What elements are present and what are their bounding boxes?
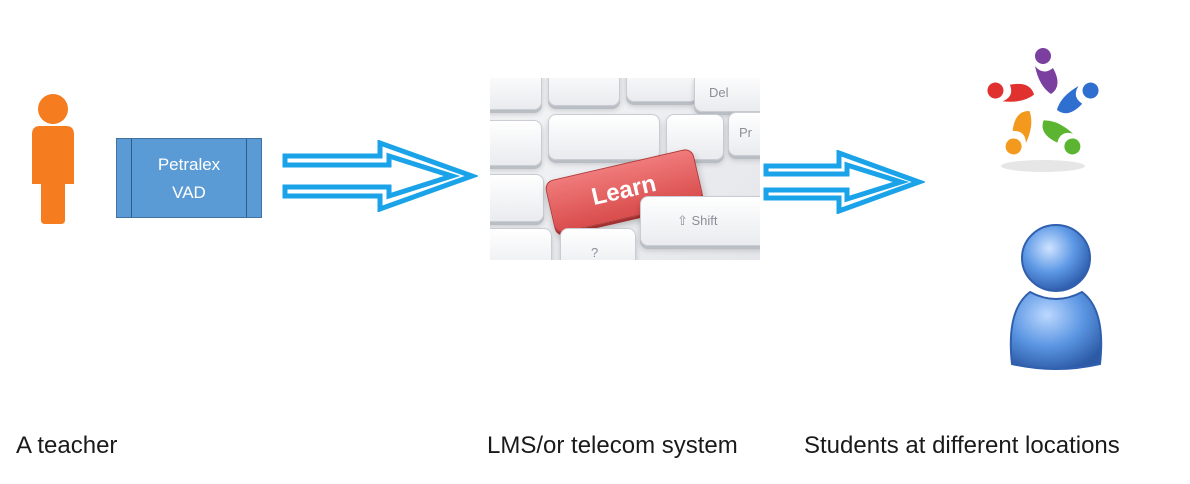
arrow-device-to-system — [282, 140, 478, 212]
key-question-label: ? — [591, 245, 599, 260]
student-person-icon — [1009, 224, 1103, 370]
keyboard-learn-key-image: Del Pr Learn ⇧ Shift ? — [490, 78, 760, 260]
keyboard-key — [548, 78, 620, 106]
teacher-person-icon — [32, 94, 74, 224]
process-box-left-bar — [131, 139, 132, 217]
keyboard-key-shift: ⇧ Shift — [640, 196, 760, 246]
key-del-label: Del — [709, 85, 729, 100]
keyboard-key — [490, 120, 542, 166]
key-shift-label: Shift — [691, 213, 718, 228]
keyboard-key — [490, 228, 552, 260]
keyboard-key — [490, 78, 542, 110]
arrow-system-to-students — [763, 150, 925, 214]
keyboard-key — [548, 114, 660, 160]
device-label-line1: Petralex — [157, 155, 221, 174]
keyboard-key — [626, 78, 698, 102]
keyboard-key — [490, 174, 544, 222]
key-pr-label: Pr — [739, 125, 752, 140]
device-process-box: Petralex VAD — [116, 138, 262, 218]
process-box-right-bar — [246, 139, 247, 217]
keyboard-key-del: Del — [694, 78, 760, 112]
device-label-line2: VAD — [172, 183, 206, 202]
keyboard-key-pr: Pr — [728, 112, 760, 156]
students-label: Students at different locations — [804, 432, 1120, 459]
teacher-label: A teacher — [16, 432, 118, 459]
system-label: LMS/or telecom system — [487, 432, 738, 459]
group-circle-icon — [987, 48, 1099, 172]
keyboard-key-question: ? — [560, 228, 636, 260]
